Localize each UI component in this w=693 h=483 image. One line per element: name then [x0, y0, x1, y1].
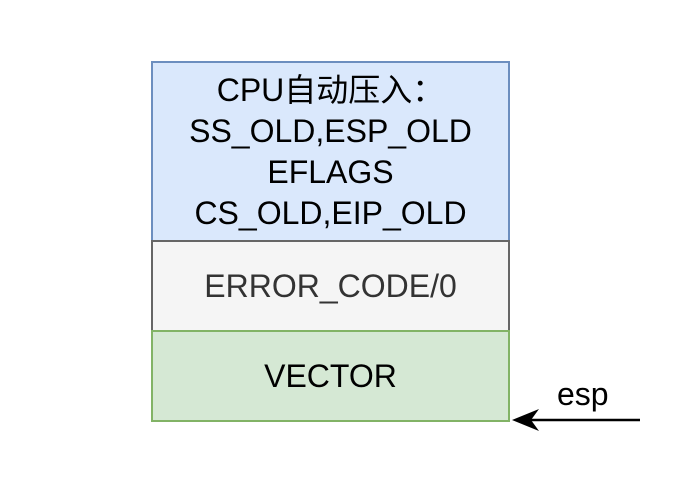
cpu-pushed-line-3: EFLAGS [267, 153, 394, 190]
cpu-pushed-line-4: CS_OLD,EIP_OLD [194, 194, 467, 231]
esp-arrowhead-icon [512, 409, 539, 431]
esp-label: esp [557, 376, 609, 412]
error-code-label: ERROR_CODE/0 [204, 267, 457, 304]
cpu-pushed-line-2: SS_OLD,ESP_OLD [189, 112, 472, 149]
error-code-block: ERROR_CODE/0 [151, 240, 510, 332]
esp-pointer-arrow [512, 409, 640, 431]
cpu-pushed-line-1: CPU自动压入： [216, 71, 445, 108]
vector-label: VECTOR [264, 357, 397, 394]
vector-block: VECTOR [151, 330, 510, 422]
cpu-pushed-block: CPU自动压入： SS_OLD,ESP_OLD EFLAGS CS_OLD,EI… [151, 61, 510, 242]
